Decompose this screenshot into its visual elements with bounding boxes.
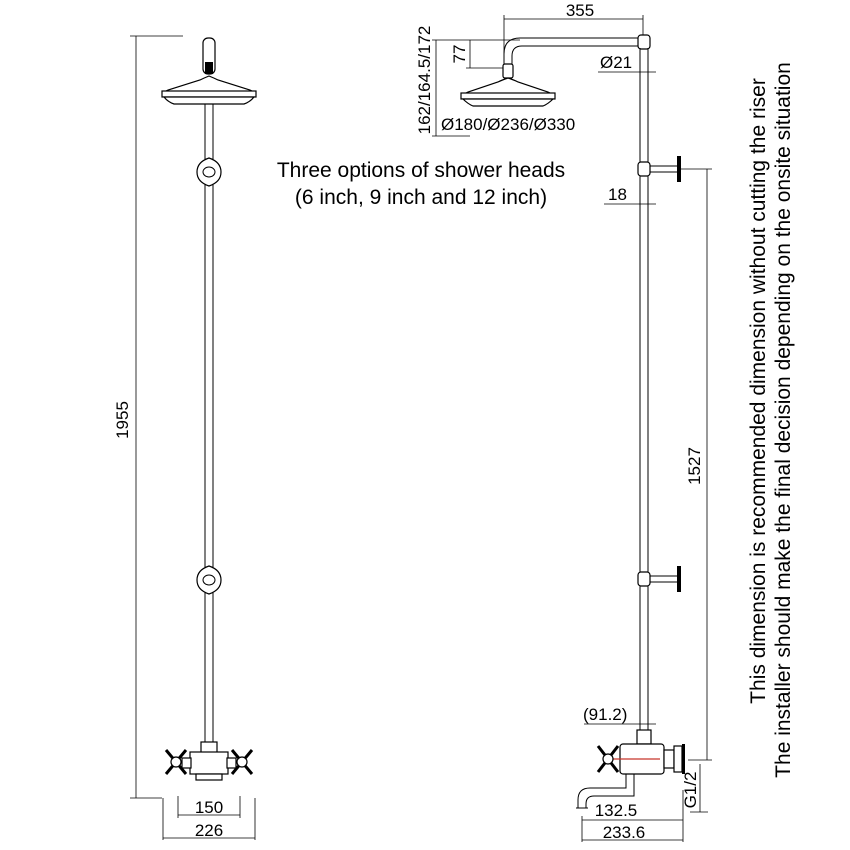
front-view: 1955: [113, 35, 257, 840]
riser-front: [204, 104, 214, 745]
head-height-dimension: [432, 39, 520, 137]
side-view: 355 162/164.5/172 77 Ø180/Ø236/Ø330: [415, 1, 712, 842]
wall-offset-label: (91.2): [583, 705, 627, 724]
caption-line-2: (6 inch, 9 inch and 12 inch): [295, 186, 547, 209]
height-dimension: [130, 35, 183, 799]
projection-dimensions: [581, 764, 708, 842]
mixer-side: [576, 729, 685, 809]
handle-left-front: [164, 749, 188, 775]
wall-bracket-upper: [637, 156, 681, 182]
bracket-spacing-dimension: [680, 168, 712, 761]
note-line-2: The installer should make the final deci…: [772, 62, 795, 778]
bracket-front-lower: [196, 565, 222, 595]
handle-right-front: [230, 749, 254, 775]
shower-head-front: [161, 37, 257, 105]
note-line-1: This dimension is recommended dimension …: [747, 78, 770, 704]
spout-projection-label: 132.5: [595, 801, 638, 820]
riser-side: [639, 48, 649, 732]
head-height-label: 162/164.5/172: [415, 26, 434, 135]
inlet-thread-label: G1/2: [681, 772, 700, 809]
caption-line-1: Three options of shower heads: [277, 159, 565, 182]
width-dimensions: [162, 796, 256, 840]
height-label: 1955: [113, 401, 132, 439]
shower-arm: [503, 34, 651, 66]
head-offset-dimension: [466, 40, 504, 69]
shower-head-side: [460, 63, 556, 107]
mixer-front: [164, 741, 254, 781]
head-offset-label: 77: [450, 45, 469, 64]
bracket-offset-label: 18: [608, 185, 627, 204]
arm-length-label: 355: [566, 1, 594, 20]
body-width-label: 226: [195, 821, 223, 840]
total-projection-label: 233.6: [603, 823, 646, 842]
inlet-spacing-label: 150: [195, 798, 223, 817]
handle-side: [596, 745, 620, 773]
riser-diameter-label: Ø21: [600, 53, 632, 72]
head-diameters-label: Ø180/Ø236/Ø330: [441, 115, 575, 134]
bracket-spacing-label: 1527: [685, 447, 704, 485]
bracket-front-upper: [196, 157, 222, 187]
wall-bracket-lower: [637, 566, 681, 592]
